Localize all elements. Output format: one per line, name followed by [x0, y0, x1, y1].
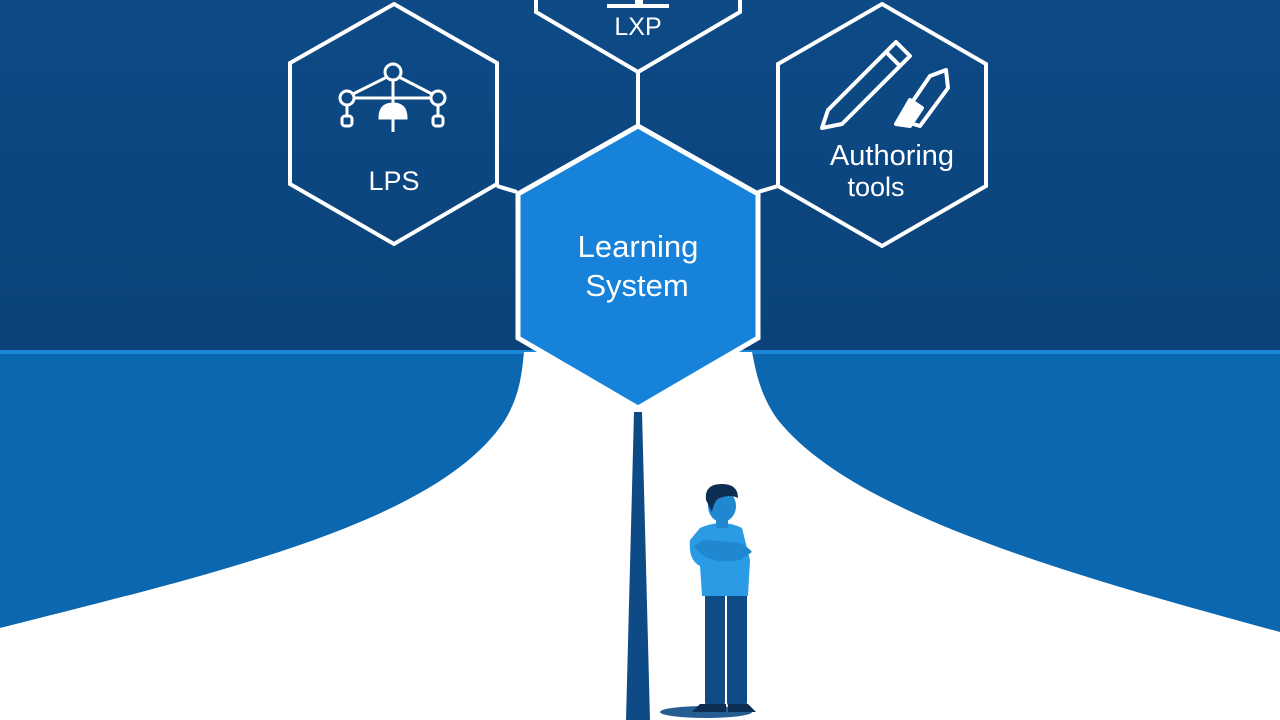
connector-left [496, 184, 518, 194]
hex-learning-system-label-line1: Learning [578, 229, 699, 264]
hex-authoring-label-line1: Authoring [830, 140, 954, 172]
person-figure [660, 484, 756, 718]
person-arms-crossed [694, 540, 752, 562]
person-leg-right [727, 590, 747, 708]
lxp-icon-stem [635, 0, 643, 4]
network-hierarchy-icon [338, 62, 447, 132]
center-road-line [626, 412, 650, 720]
hex-learning-system[interactable]: Learning System [515, 123, 761, 411]
hex-learning-system-shape [515, 123, 761, 411]
hex-lxp-outline [534, 0, 742, 75]
connector-right [757, 184, 779, 194]
person-leg-left [705, 590, 725, 708]
hex-learning-system-label-line2: System [585, 268, 688, 303]
hex-authoring[interactable]: Authoring tools [776, 1, 988, 249]
hex-authoring-label-line2: tools [847, 172, 904, 202]
hex-authoring-outline [776, 1, 988, 249]
hex-lps[interactable]: LPS [288, 1, 499, 247]
hex-lps-label: LPS [368, 166, 419, 196]
hex-lps-outline [288, 1, 499, 247]
person-shoe-left [692, 704, 726, 712]
hex-lxp[interactable]: LXP [534, 0, 742, 75]
person-shoe-right [728, 704, 756, 712]
lxp-icon-base [607, 4, 669, 8]
pencil-tools-icon [820, 40, 950, 130]
hex-lxp-label: LXP [614, 13, 661, 41]
person-hair [705, 484, 738, 512]
